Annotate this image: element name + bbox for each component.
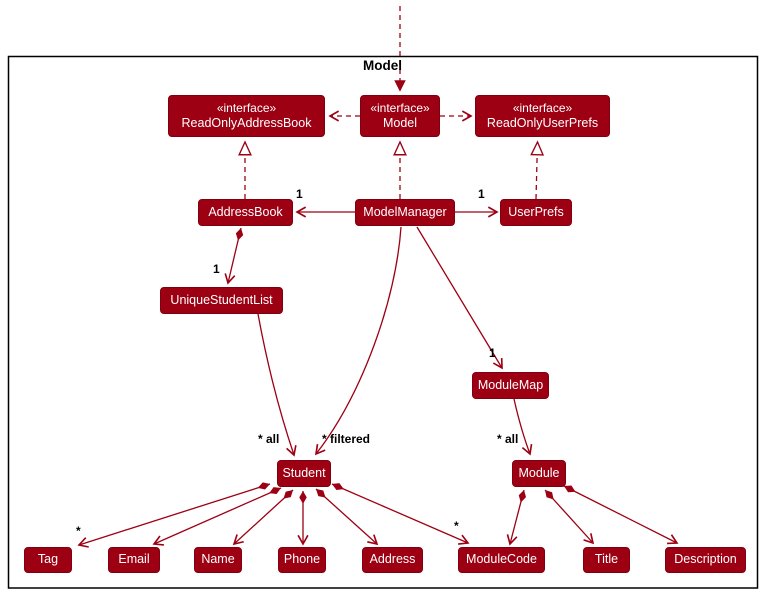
class-name-label: UniqueStudentList (170, 292, 273, 307)
class-name-label: Model (382, 115, 418, 130)
class-name-label: Student (282, 465, 326, 480)
stereotype-label: «interface» (512, 100, 573, 115)
class-node-readonlyaddressbook: «interface» ReadOnlyAddressBook (168, 95, 325, 137)
edge-student-to-name (232, 489, 294, 546)
class-name-label: Address (369, 552, 416, 567)
edge-module-to-description (563, 485, 679, 545)
stereotype-label: «interface» (370, 100, 430, 115)
class-name-label: ModuleCode (466, 552, 537, 567)
multiplicity-modulemap-module: * all (497, 432, 519, 446)
class-name-label: Name (201, 552, 235, 567)
multiplicity-uniquestudentlist-student: * all (258, 432, 280, 446)
edge-student-to-address (315, 488, 379, 546)
class-node-address: Address (362, 547, 423, 573)
multiplicity-modelmanager-modulemap: 1 (489, 346, 496, 360)
class-node-modulecode: ModuleCode (458, 547, 545, 573)
multiplicity-addressbook-uniquestudentlist: 1 (213, 262, 220, 276)
multiplicity-modelmanager-student: * filtered (322, 432, 371, 446)
multiplicity-student-tag: * (76, 524, 81, 538)
class-node-uniquestudentlist: UniqueStudentList (160, 287, 283, 314)
edge-module-to-title (544, 489, 595, 545)
edge-modulemap-to-module (513, 398, 533, 456)
class-name-label: Description (674, 552, 737, 567)
edge-addressbook-to-uniquestudentlist (224, 227, 244, 285)
class-name-label: Tag (37, 552, 59, 567)
class-node-name: Name (194, 547, 242, 573)
class-name-label: AddressBook (208, 204, 283, 219)
edge-uniquestudentlist-to-student (257, 313, 297, 457)
class-node-modelmanager: ModelManager (355, 199, 455, 226)
edge-modelmanager-to-student (314, 226, 402, 456)
class-node-tag: Tag (24, 547, 72, 573)
class-node-userprefs: UserPrefs (500, 199, 572, 226)
class-node-email: Email (108, 547, 160, 573)
edge-student-to-email (152, 487, 282, 546)
diagram-title: Model (363, 58, 402, 73)
class-name-label: ModelManager (363, 204, 447, 219)
edge-userprefs-realizes-readonlyuserprefs (530, 140, 545, 200)
class-name-label: ReadOnlyUserPrefs (486, 115, 599, 130)
class-node-readonlyuserprefs: «interface» ReadOnlyUserPrefs (475, 95, 610, 137)
edge-student-to-modulecode (331, 483, 470, 545)
class-node-description: Description (665, 547, 746, 573)
class-node-addressbook: AddressBook (198, 199, 293, 226)
class-name-label: UserPrefs (508, 204, 564, 219)
diagram-frame (7, 55, 759, 589)
class-name-label: Email (118, 552, 150, 567)
edge-modelmanager-to-modulemap (416, 226, 503, 370)
multiplicity-modelmanager-userprefs: 1 (478, 187, 485, 201)
stereotype-label: «interface» (216, 100, 277, 115)
edge-module-to-modulecode (506, 489, 527, 546)
class-node-model-interface: «interface» Model (360, 95, 440, 137)
class-node-phone: Phone (278, 547, 326, 573)
multiplicity-modelmanager-addressbook: 1 (296, 187, 303, 201)
class-node-student: Student (277, 460, 331, 487)
class-node-modulemap: ModuleMap (472, 372, 549, 399)
class-name-label: ModuleMap (477, 377, 544, 392)
multiplicity-student-modulecode: * (454, 519, 459, 533)
class-name-label: Module (518, 465, 560, 480)
class-name-label: Phone (283, 552, 321, 567)
class-name-label: ReadOnlyAddressBook (181, 115, 312, 130)
edge-student-to-tag (77, 482, 271, 548)
class-node-module: Module (512, 460, 566, 487)
class-node-title: Title (583, 547, 630, 573)
class-name-label: Title (594, 552, 619, 567)
